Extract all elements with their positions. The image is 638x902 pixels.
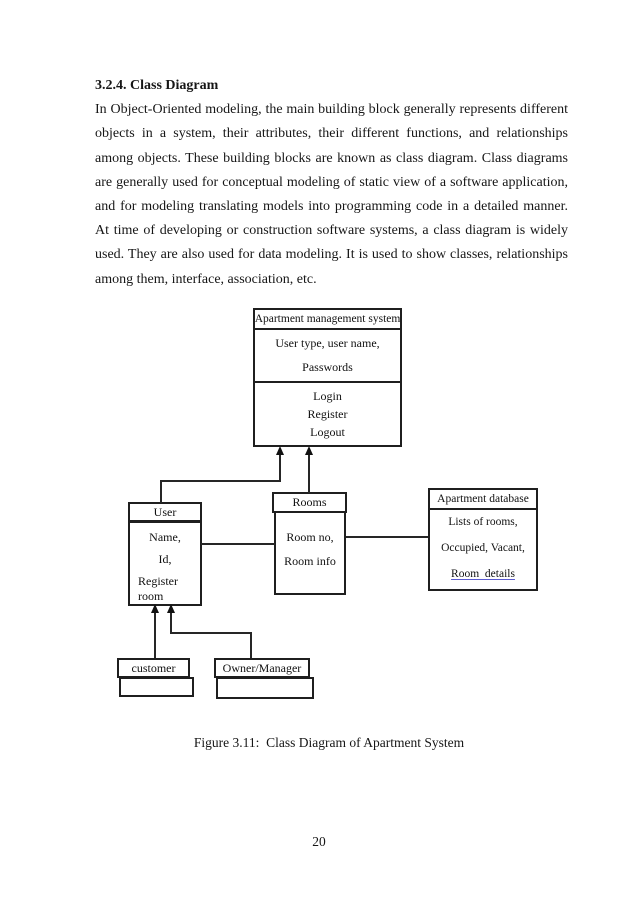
connector-user-to-system-horizontal (160, 480, 281, 482)
connector-user-to-system-stub (160, 481, 162, 503)
class-box-apartment-database: Apartment database Lists of rooms, Occup… (428, 488, 538, 591)
class-title-user: User (130, 504, 200, 523)
class-title-customer: customer (117, 658, 190, 678)
operation-text: Register (307, 407, 348, 421)
class-attributes-apartment-database: Lists of rooms, Occupied, Vacant, Room d… (430, 510, 536, 582)
attribute-text: Name, (149, 530, 181, 544)
class-attributes-apartment-management-system: User type, user name, Passwords (255, 330, 400, 383)
connector-rooms-database (346, 536, 428, 538)
class-box-customer-body (119, 677, 194, 697)
connector-owner-to-user-vertical (170, 613, 172, 633)
attribute-text: Occupied, Vacant, (441, 542, 525, 554)
class-attributes-rooms: Room no, Room info (276, 513, 344, 569)
class-box-user: User Name, Id, Register room (128, 502, 202, 606)
class-box-rooms: Room no, Room info (274, 511, 346, 595)
connector-owner-to-user-horizontal (170, 632, 252, 634)
section-content: 3.2.4. Class Diagram In Object-Oriented … (95, 74, 568, 292)
class-box-owner-manager-body (216, 677, 314, 699)
class-title-owner-manager: Owner/Manager (214, 658, 310, 678)
attribute-text: Register room (138, 574, 178, 603)
connector-rooms-to-system (308, 454, 310, 493)
connector-user-to-system-vertical (279, 454, 281, 482)
arrowhead-customer-to-user (151, 604, 159, 613)
connector-owner-to-user-stub (250, 632, 252, 658)
attribute-text: Passwords (302, 360, 353, 374)
attribute-text: Room info (284, 554, 336, 568)
class-title-rooms: Rooms (272, 492, 347, 513)
class-title-apartment-database: Apartment database (430, 490, 536, 510)
arrowhead-user-to-system (276, 446, 284, 455)
class-box-apartment-management-system: Apartment management system User type, u… (253, 308, 402, 447)
connector-customer-to-user (154, 613, 156, 658)
body-paragraph: In Object-Oriented modeling, the main bu… (95, 102, 568, 287)
class-title-apartment-management-system: Apartment management system (255, 310, 400, 330)
page-number: 20 (312, 834, 326, 849)
operation-text: Login (313, 389, 342, 403)
attribute-text: Lists of rooms, (448, 516, 518, 528)
section-heading: 3.2.4. Class Diagram (95, 78, 219, 93)
class-operations-apartment-management-system: Login Register Logout (255, 383, 400, 440)
figure-caption: Figure 3.11: Class Diagram of Apartment … (193, 735, 465, 750)
operation-text: Logout (310, 425, 345, 439)
attribute-text: Id, (158, 552, 172, 566)
room-details-link: Room details (451, 568, 515, 580)
arrowhead-rooms-to-system (305, 446, 313, 455)
attribute-text: Room no, (286, 530, 334, 544)
connector-user-rooms (201, 543, 275, 545)
arrowhead-owner-to-user (167, 604, 175, 613)
class-attributes-user: Name, Id, Register room (130, 523, 200, 604)
attribute-text: User type, user name, (275, 336, 380, 350)
